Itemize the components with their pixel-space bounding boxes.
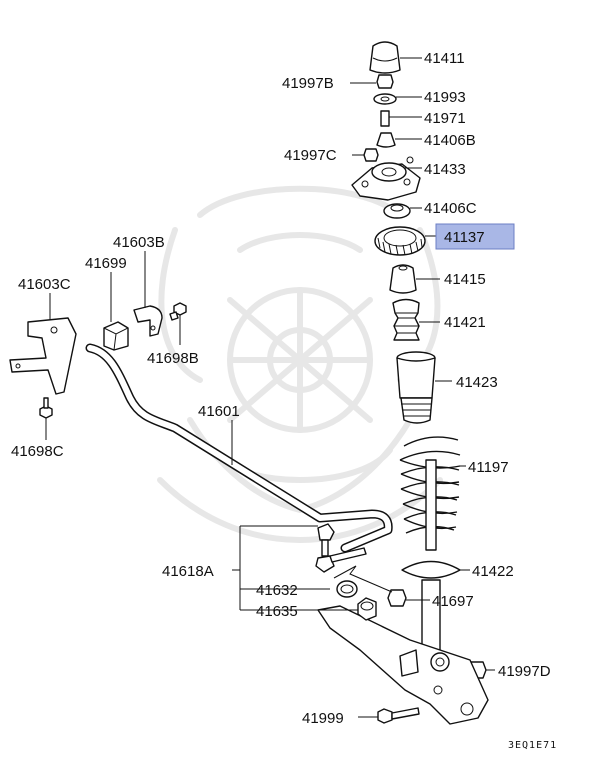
part-41137-bearing[interactable] xyxy=(374,226,426,256)
part-41415-bump-stop[interactable] xyxy=(389,264,417,294)
part-41601-stabilizer-bar[interactable] xyxy=(85,343,393,553)
label-41137[interactable]: 41137 xyxy=(444,229,485,246)
part-41406c-bushing[interactable] xyxy=(383,203,411,219)
label-41421[interactable]: 41421 xyxy=(444,314,486,331)
part-41422-shock-absorber[interactable] xyxy=(401,459,461,669)
part-41999-bolt[interactable] xyxy=(377,707,420,724)
part-41697-nut[interactable] xyxy=(387,589,407,607)
part-41603c-bracket[interactable] xyxy=(9,317,77,395)
label-41603c[interactable]: 41603C xyxy=(18,276,71,293)
label-41406b[interactable]: 41406B xyxy=(424,132,476,149)
diagram-code: 3EQ1E71 xyxy=(508,740,557,751)
label-41603b[interactable]: 41603B xyxy=(113,234,165,251)
label-41997b[interactable]: 41997B xyxy=(282,75,334,92)
label-41997c[interactable]: 41997C xyxy=(284,147,337,164)
label-41411[interactable]: 41411 xyxy=(424,50,465,67)
part-41406b-bushing[interactable] xyxy=(376,132,396,148)
label-41997d[interactable]: 41997D xyxy=(498,663,551,680)
break-line xyxy=(333,565,393,593)
highlight-box-41137 xyxy=(435,223,515,250)
label-41993[interactable]: 41993 xyxy=(424,89,466,106)
label-41697[interactable]: 41697 xyxy=(432,593,474,610)
label-41698b[interactable]: 41698B xyxy=(147,350,199,367)
part-41421-bump-rubber[interactable] xyxy=(392,298,420,341)
part-41997b-nut[interactable] xyxy=(376,74,394,89)
part-41699-bushing[interactable] xyxy=(103,321,129,351)
part-41411-bump-cap[interactable] xyxy=(369,41,401,74)
part-41993-washer[interactable] xyxy=(373,93,397,105)
part-41603b-clamp[interactable] xyxy=(133,305,163,337)
label-41635[interactable]: 41635 xyxy=(256,603,298,620)
label-41197[interactable]: 41197 xyxy=(468,459,509,476)
part-41698c-bolt[interactable] xyxy=(39,397,53,419)
label-41618a[interactable]: 41618A xyxy=(162,563,214,580)
part-41698b-bolt[interactable] xyxy=(169,302,187,321)
part-41632-ring[interactable] xyxy=(336,580,358,598)
part-41433-strut-mount[interactable] xyxy=(351,156,421,201)
label-41601[interactable]: 41601 xyxy=(198,403,240,420)
label-41971[interactable]: 41971 xyxy=(424,110,466,127)
watermark-emblem xyxy=(157,185,443,543)
label-41406c[interactable]: 41406C xyxy=(424,200,477,217)
label-41415[interactable]: 41415 xyxy=(444,271,486,288)
part-41618a-stabilizer-link[interactable] xyxy=(315,523,367,573)
label-41699[interactable]: 41699 xyxy=(85,255,127,272)
part-41997c-nut[interactable] xyxy=(363,148,379,162)
label-41433[interactable]: 41433 xyxy=(424,161,466,178)
lower-arm-assembly xyxy=(317,605,489,725)
label-41632[interactable]: 41632 xyxy=(256,582,298,599)
part-41635-bushing[interactable] xyxy=(357,597,377,621)
part-41971-collar[interactable] xyxy=(380,110,390,127)
part-41423-dust-boot[interactable] xyxy=(396,351,436,424)
label-41423[interactable]: 41423 xyxy=(456,374,498,391)
label-41999[interactable]: 41999 xyxy=(302,710,344,727)
label-41698c[interactable]: 41698C xyxy=(11,443,64,460)
label-41422[interactable]: 41422 xyxy=(472,563,514,580)
